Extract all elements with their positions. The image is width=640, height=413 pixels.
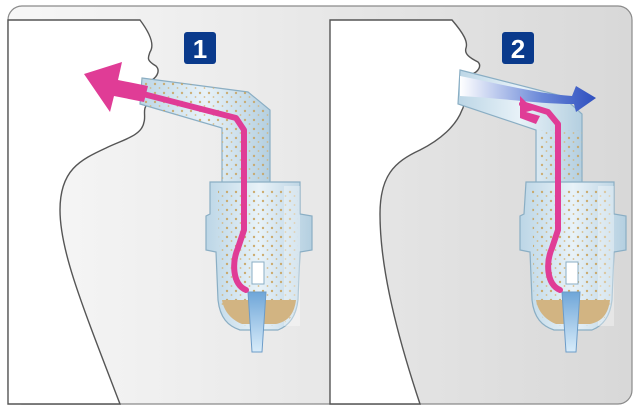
exhale-arrow — [84, 62, 148, 112]
panel-1: 1 — [7, 19, 313, 405]
panel-2: 2 — [329, 19, 627, 405]
step-badge-1: 1 — [184, 32, 216, 64]
inhale-flow — [460, 76, 596, 112]
nozzle — [561, 291, 581, 353]
nebulizer-chamber — [519, 181, 627, 331]
step-label-2: 2 — [511, 34, 525, 64]
aerosol-arrow — [520, 96, 540, 126]
aerosol-flow-line — [519, 101, 563, 293]
nebulizer-chamber — [205, 181, 313, 331]
step-label-1: 1 — [193, 34, 207, 64]
exhale-flow-line — [117, 85, 249, 293]
nozzle — [247, 291, 267, 353]
step-badge-2: 2 — [502, 32, 534, 64]
